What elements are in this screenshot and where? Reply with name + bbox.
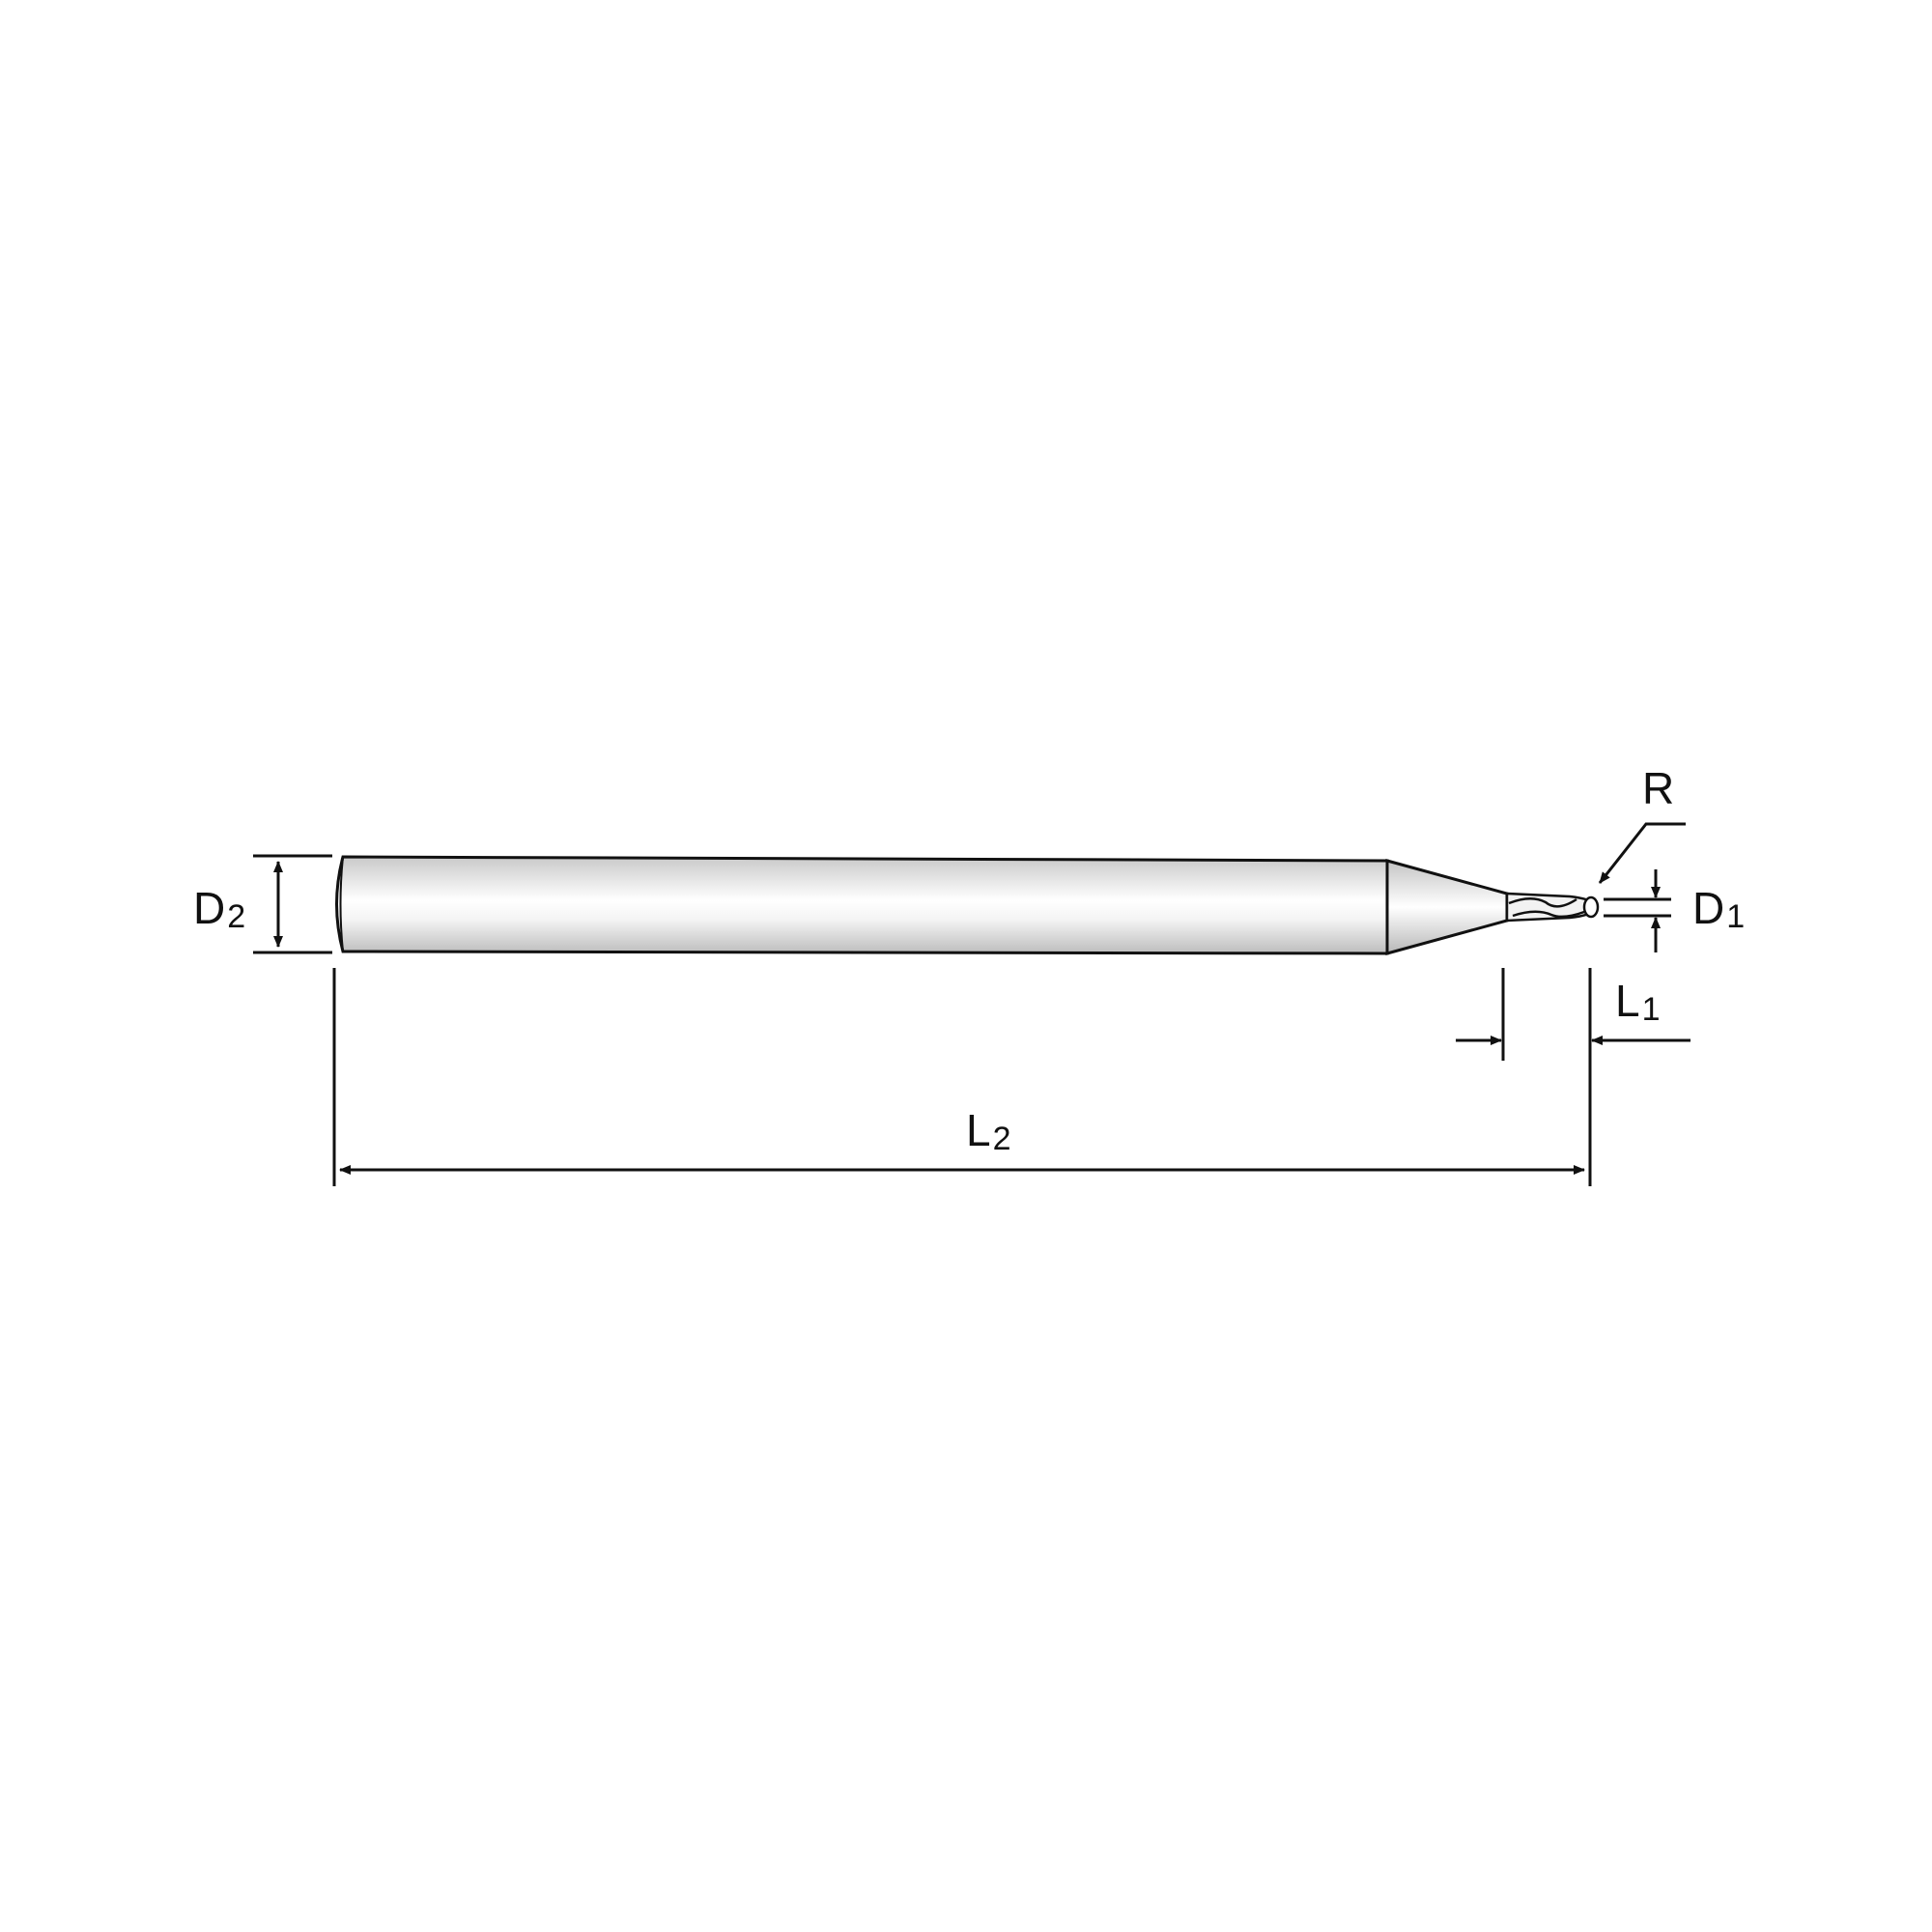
tool-neck-taper <box>1385 859 1509 955</box>
d1-label: D1 <box>1692 883 1745 935</box>
flute-spiral-1 <box>1508 897 1577 908</box>
l1-label: L1 <box>1615 976 1661 1028</box>
shank-end-chamfer <box>339 856 344 952</box>
dimension-l2: L2 <box>332 968 1585 1186</box>
l2-label: L2 <box>966 1105 1011 1157</box>
shank <box>335 855 1389 955</box>
dimension-r: R <box>1598 763 1686 884</box>
r-label: R <box>1642 763 1674 813</box>
dimension-l1: L1 <box>1456 968 1690 1186</box>
cutting-flute <box>1505 892 1598 923</box>
ball-nose-tip <box>1582 895 1600 919</box>
dimension-d1: D1 <box>1604 869 1745 952</box>
tool-body <box>335 855 1600 955</box>
flute-spiral-2 <box>1512 910 1585 919</box>
d2-label: D2 <box>193 883 245 935</box>
dimension-d2: D2 <box>193 854 332 954</box>
